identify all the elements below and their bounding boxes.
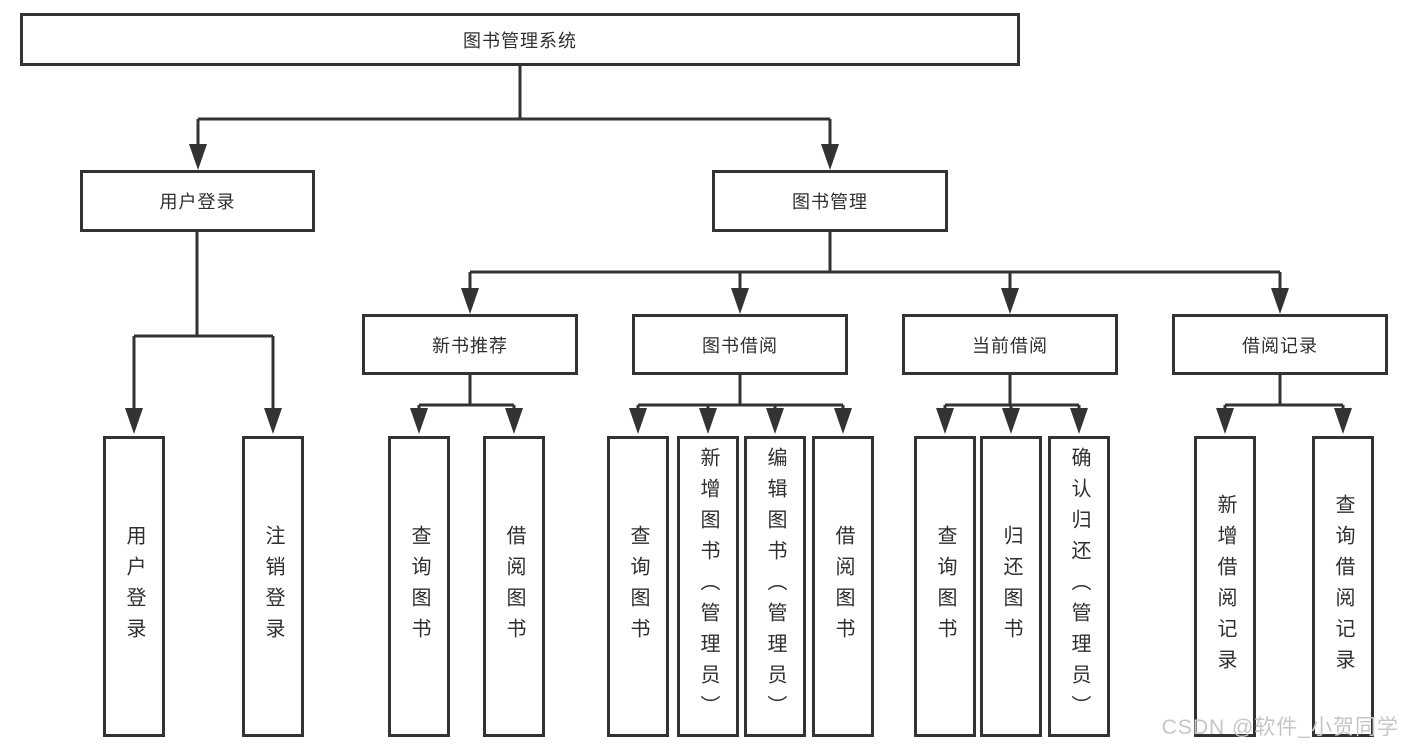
leaf-label: 借阅图书 bbox=[503, 524, 525, 649]
leaf-query-books-recommend: 查询图书 bbox=[388, 436, 450, 737]
arrowhead-down-icon bbox=[189, 144, 207, 170]
node-label: 借阅记录 bbox=[1242, 335, 1318, 356]
leaf-label: 查询借阅记录 bbox=[1332, 493, 1354, 680]
arrowhead-down-icon bbox=[125, 408, 143, 434]
connector-line bbox=[196, 66, 832, 150]
arrowhead-down-icon bbox=[1271, 288, 1289, 314]
leaf-logout-login: 注销登录 bbox=[242, 436, 304, 737]
connector-new-book-to-leaves bbox=[410, 375, 523, 434]
arrowhead-down-icon bbox=[834, 408, 852, 434]
leaf-label: 查询图书 bbox=[934, 524, 956, 649]
connector-borrow-record-to-leaves bbox=[1216, 375, 1352, 434]
connector-book-borrow-to-leaves bbox=[629, 375, 852, 434]
node-label: 图书管理系统 bbox=[463, 30, 577, 51]
node-user-login: 用户登录 bbox=[80, 170, 315, 232]
node-label: 图书管理 bbox=[792, 192, 868, 212]
arrowhead-down-icon bbox=[410, 408, 428, 434]
leaf-borrow-books: 借阅图书 bbox=[812, 436, 874, 737]
arrowhead-down-icon bbox=[1216, 408, 1234, 434]
csdn-watermark: CSDN @软件_小贺同学 bbox=[1161, 716, 1399, 739]
node-book-management: 图书管理 bbox=[712, 170, 948, 232]
connector-user-login-to-leaves bbox=[125, 232, 282, 434]
connector-book-management-to-level3 bbox=[461, 232, 1289, 314]
connector-line bbox=[636, 375, 845, 414]
leaf-borrow-books-recommend: 借阅图书 bbox=[483, 436, 545, 737]
node-label: 图书借阅 bbox=[702, 335, 778, 356]
leaf-query-borrow-record: 查询借阅记录 bbox=[1312, 436, 1374, 737]
connector-line bbox=[468, 232, 1282, 295]
node-label: 用户登录 bbox=[159, 192, 236, 212]
arrowhead-down-icon bbox=[821, 144, 839, 170]
leaf-label: 查询图书 bbox=[408, 524, 430, 649]
node-current-borrow: 当前借阅 bbox=[902, 314, 1118, 375]
leaf-user-login: 用户登录 bbox=[103, 436, 165, 737]
connector-line bbox=[1223, 375, 1345, 414]
arrowhead-down-icon bbox=[505, 408, 523, 434]
leaf-label: 新增借阅记录 bbox=[1214, 493, 1236, 680]
arrowhead-down-icon bbox=[936, 408, 954, 434]
connector-line bbox=[417, 375, 516, 414]
leaf-query-books-borrow: 查询图书 bbox=[607, 436, 669, 737]
node-new-book-recommend: 新书推荐 bbox=[362, 314, 578, 375]
leaf-edit-book-admin: 编辑图书（管理员） bbox=[744, 436, 806, 737]
leaf-label: 新增图书（管理员） bbox=[697, 447, 719, 726]
leaf-label: 查询图书 bbox=[627, 524, 649, 649]
leaf-add-borrow-record: 新增借阅记录 bbox=[1194, 436, 1256, 737]
leaf-label: 用户登录 bbox=[123, 524, 145, 649]
arrowhead-down-icon bbox=[699, 408, 717, 434]
arrowhead-down-icon bbox=[766, 408, 784, 434]
leaf-label: 注销登录 bbox=[262, 524, 284, 649]
arrowhead-down-icon bbox=[461, 288, 479, 314]
arrowhead-down-icon bbox=[1334, 408, 1352, 434]
leaf-confirm-return-admin: 确认归还（管理员） bbox=[1048, 436, 1110, 737]
arrowhead-down-icon bbox=[264, 408, 282, 434]
leaf-query-books-current: 查询图书 bbox=[914, 436, 976, 737]
arrowhead-down-icon bbox=[629, 408, 647, 434]
connector-root-to-level2 bbox=[189, 66, 839, 170]
leaf-label: 确认归还（管理员） bbox=[1068, 447, 1090, 726]
leaf-label: 编辑图书（管理员） bbox=[764, 447, 786, 726]
node-book-management-system: 图书管理系统 bbox=[20, 13, 1020, 66]
node-borrow-record: 借阅记录 bbox=[1172, 314, 1388, 375]
node-label: 当前借阅 bbox=[972, 335, 1048, 356]
leaf-return-book: 归还图书 bbox=[980, 436, 1042, 737]
leaf-label: 归还图书 bbox=[1000, 524, 1022, 649]
leaf-label: 借阅图书 bbox=[832, 524, 854, 649]
connector-current-borrow-to-leaves bbox=[936, 375, 1088, 434]
arrowhead-down-icon bbox=[1070, 408, 1088, 434]
arrowhead-down-icon bbox=[1001, 288, 1019, 314]
connector-line bbox=[132, 232, 275, 414]
arrowhead-down-icon bbox=[1002, 408, 1020, 434]
node-book-borrow: 图书借阅 bbox=[632, 314, 848, 375]
leaf-add-book-admin: 新增图书（管理员） bbox=[677, 436, 739, 737]
arrowhead-down-icon bbox=[731, 288, 749, 314]
node-label: 新书推荐 bbox=[432, 335, 508, 356]
